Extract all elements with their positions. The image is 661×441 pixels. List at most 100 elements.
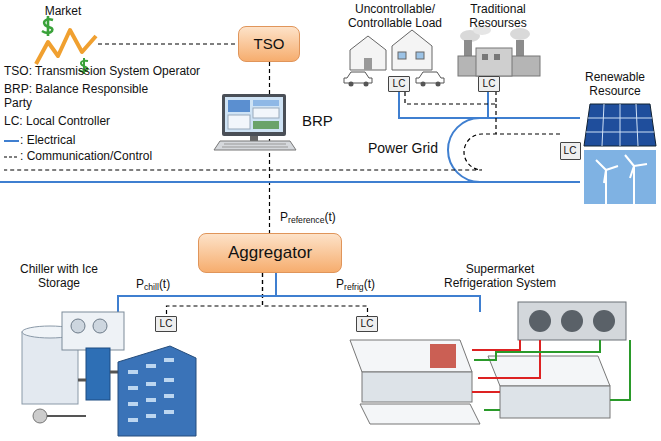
chiller-ice-storage (62, 312, 124, 350)
chiller-ice-storage (47, 415, 86, 417)
market-icon (36, 30, 96, 64)
power-grid (0, 181, 580, 183)
symbol: P (136, 277, 144, 291)
legend-definition: LC: Local Controller (4, 114, 154, 128)
node-text: Aggregator (228, 243, 312, 263)
brp-computer (253, 100, 279, 106)
power-grid (4, 134, 560, 170)
refrigeration-system (430, 344, 456, 368)
brp-computer (222, 94, 286, 136)
renewable-icons (586, 104, 654, 146)
operator-box: TSO (238, 26, 300, 62)
load-houses (416, 72, 444, 83)
power-grid (405, 92, 496, 134)
power-grid (399, 92, 480, 118)
brp-computer (214, 141, 296, 150)
power-plant (482, 54, 500, 60)
refrigeration-system (472, 340, 540, 392)
brp-computer (228, 100, 250, 112)
load-label: Uncontrollable/ Controllable Load (332, 2, 458, 31)
symbol: P (280, 210, 288, 224)
node-text: LC (361, 318, 374, 330)
brp-computer (222, 144, 288, 147)
chiller-ice-storage (128, 360, 174, 420)
refrigeration-system (593, 310, 615, 332)
renewable-icons (584, 104, 656, 146)
local-controller: LC (478, 76, 500, 92)
refrigeration-system (474, 340, 600, 410)
power-grid (448, 118, 580, 182)
subscript: reference (288, 215, 324, 225)
legend-definition: TSO: Transmission System Operator (4, 64, 219, 78)
refrigeration-system (518, 302, 626, 340)
brp-computer (228, 115, 250, 129)
chiller-ice-storage (118, 346, 196, 436)
load-houses (436, 82, 441, 87)
power-grid (0, 92, 580, 182)
market-icon (47, 16, 50, 36)
brp-computer (253, 121, 279, 129)
node-text: TSO (254, 35, 285, 52)
refrigeration-label: Supermarket Refrigeration System (430, 262, 570, 291)
node-text: LC (564, 145, 577, 157)
signal-label: Pchill(t) (136, 277, 206, 291)
control-link (167, 273, 263, 316)
brp-computer (250, 136, 258, 141)
legend-definition: BRP: Balance Responsible Party (4, 82, 156, 111)
chiller-ice-storage (71, 319, 85, 333)
symbol: P (336, 277, 344, 291)
refrigeration-system (488, 356, 610, 386)
legend-text: : Electrical (20, 133, 75, 147)
aggregator-box: Aggregator (198, 233, 342, 273)
load-houses (364, 82, 369, 87)
load-houses (350, 36, 386, 70)
refrigeration-system (529, 310, 551, 332)
local-controller: LC (388, 76, 410, 92)
signal-label: Preference(t) (280, 210, 370, 224)
local-controller: LC (560, 142, 581, 160)
renewable-icons (584, 104, 656, 204)
subscript: chill (144, 282, 159, 292)
plant-label: Traditional Resourses (455, 2, 541, 31)
argument: (t) (324, 210, 335, 224)
control-link (263, 273, 368, 316)
renewable-icons (625, 155, 647, 178)
chiller-ice-storage (78, 372, 122, 380)
refrigeration-system (610, 340, 630, 400)
chiller-ice-storage (86, 348, 110, 400)
subscript: refrig (344, 282, 364, 292)
brp-computer (225, 97, 283, 132)
renewable-icons (584, 150, 656, 204)
load-houses (349, 82, 354, 87)
renewable-icons (606, 166, 634, 204)
refrigeration-system (362, 372, 472, 402)
renewable-icons (596, 160, 618, 183)
market-label: Market (28, 4, 98, 18)
grid-label: Power Grid (360, 140, 446, 157)
argument: (t) (159, 277, 170, 291)
refrigeration-system (350, 302, 630, 424)
chiller-ice-storage (93, 319, 107, 333)
electrical-feeders (118, 273, 276, 316)
local-controller: LC (155, 316, 177, 332)
power-plant (458, 25, 540, 76)
load-houses (392, 30, 432, 70)
power-plant (476, 48, 512, 76)
chiller-label: Chiller with Ice Storage (14, 262, 104, 291)
electrical-feeders (118, 273, 480, 316)
market-icon (42, 16, 53, 36)
argument: (t) (364, 277, 375, 291)
legend-sample (4, 141, 19, 157)
brp-computer (253, 108, 279, 118)
load-houses (421, 82, 426, 87)
brp-label: BRP (302, 112, 352, 130)
chiller-ice-storage (22, 312, 196, 436)
legend-sample (4, 140, 19, 142)
legend-sample (4, 156, 19, 157)
refrigeration-system (350, 340, 472, 372)
renewable-label: Renewable Resource (572, 70, 658, 99)
local-controller: LC (356, 316, 378, 332)
load-houses (416, 52, 424, 59)
electrical-feeders (276, 296, 480, 312)
